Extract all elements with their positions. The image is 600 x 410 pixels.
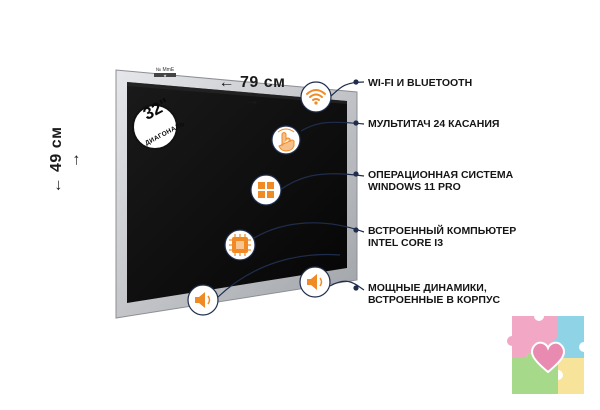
connector-lines	[217, 79, 365, 298]
connector-dot-4	[353, 227, 359, 233]
connector-dot-5	[353, 285, 359, 291]
connector-dot-2	[353, 120, 359, 126]
connector-dot-1	[353, 79, 359, 85]
multitouch-hand-icon	[271, 125, 301, 155]
svg-text:★: ★	[163, 73, 167, 78]
brand-mark: ★	[154, 73, 176, 78]
feature-os: ОПЕРАЦИОННАЯ СИСТЕМА WINDOWS 11 PRO	[368, 169, 583, 193]
height-dimension-label: ← 49 см →	[48, 126, 83, 194]
connector-windows	[279, 173, 365, 191]
feature-multitouch: МУЛЬТИТАЧ 24 КАСАНИЯ	[368, 118, 583, 130]
speaker-icon	[187, 284, 219, 316]
cpu-chip-icon	[224, 229, 256, 261]
feature-speakers-line-2: ВСТРОЕННЫЕ В КОРПУС	[368, 294, 501, 306]
wifi-icon	[300, 81, 332, 113]
feature-speakers: МОЩНЫЕ ДИНАМИКИ, ВСТРОЕННЫЕ В КОРПУС	[368, 282, 583, 306]
feature-wifi: WI-FI И BLUETOOTH	[368, 77, 583, 89]
feature-os-line-2: WINDOWS 11 PRO	[368, 181, 461, 193]
feature-computer: ВСТРОЕННЫЙ КОМПЬЮТЕР INTEL CORE I3	[368, 225, 583, 249]
connector-speaker-left	[217, 253, 341, 298]
windows-logo-icon	[250, 174, 282, 206]
feature-computer-line-1: ВСТРОЕННЫЙ КОМПЬЮТЕР	[368, 225, 517, 237]
feature-multitouch-line-1: МУЛЬТИТАЧ 24 КАСАНИЯ	[368, 118, 500, 130]
puzzle-heart-logo	[507, 316, 584, 394]
width-dimension-label: ← 79 см →	[218, 74, 286, 109]
connector-cpu	[253, 222, 365, 239]
screen-bezel-shadow	[127, 82, 347, 104]
feature-speakers-line-1: МОЩНЫЕ ДИНАМИКИ,	[368, 282, 487, 294]
feature-os-line-1: ОПЕРАЦИОННАЯ СИСТЕМА	[368, 169, 514, 181]
feature-computer-line-2: INTEL CORE I3	[368, 237, 444, 249]
brand-mark-text: № MmE	[155, 67, 175, 73]
connector-wifi	[330, 81, 365, 97]
diagonal-badge	[132, 104, 178, 150]
connector-dot-3	[353, 171, 359, 177]
connector-speaker-right	[329, 280, 365, 291]
feature-wifi-line-1: WI-FI И BLUETOOTH	[368, 77, 473, 89]
speaker-icon-secondary	[299, 266, 331, 298]
